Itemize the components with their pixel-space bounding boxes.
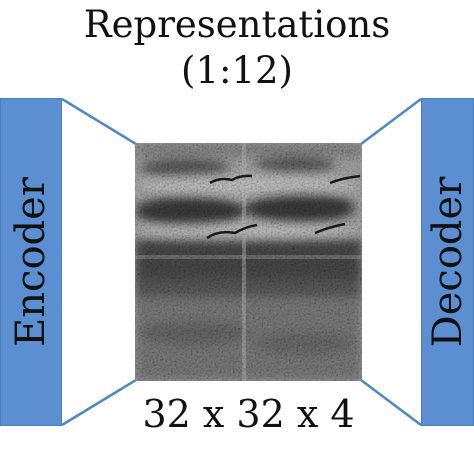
diagram-title: Representations [83,3,391,46]
decoder-bottom-connector [360,379,422,426]
encoder-block: Encoder [0,98,62,426]
decoder-top-connector [360,98,422,145]
encoder-top-connector [61,97,137,146]
encoder-bottom-connector [61,378,137,427]
feature-map-dimensions: 32 x 32 x 4 [142,392,355,436]
compression-ratio: (1:12) [181,49,293,92]
latent-feature-map [135,143,362,381]
